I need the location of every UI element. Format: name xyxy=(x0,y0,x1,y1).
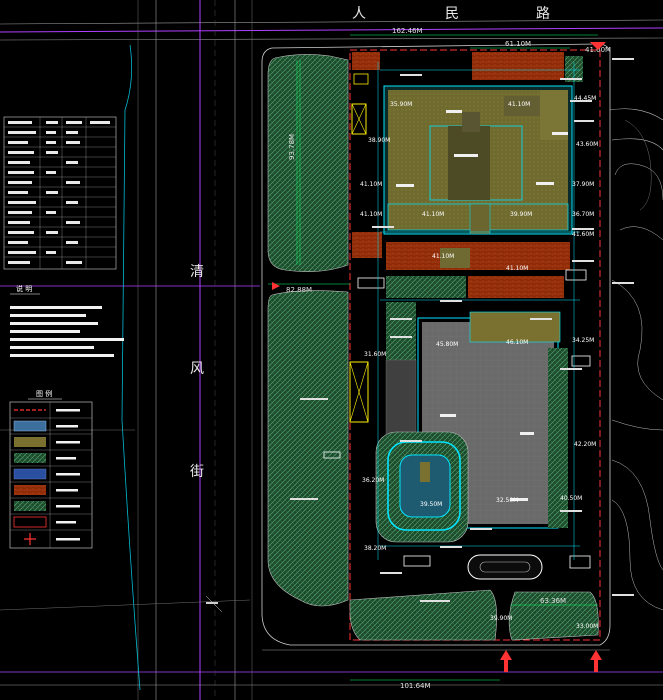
svg-text:39.50M: 39.50M xyxy=(420,501,442,508)
svg-text:82.88M: 82.88M xyxy=(286,286,312,294)
svg-text:101.64M: 101.64M xyxy=(400,682,431,690)
svg-text:46.10M: 46.10M xyxy=(506,339,528,346)
svg-text:38.90M: 38.90M xyxy=(368,137,390,144)
svg-text:民: 民 xyxy=(445,6,459,22)
svg-text:93.78M: 93.78M xyxy=(288,134,296,160)
svg-text:35.90M: 35.90M xyxy=(390,101,412,108)
svg-text:41.10M: 41.10M xyxy=(360,181,382,188)
svg-text:38.20M: 38.20M xyxy=(364,545,386,552)
middle-brick-band xyxy=(386,242,570,298)
sports-field xyxy=(375,431,469,543)
notes-panel: 说 明 xyxy=(10,284,124,357)
svg-text:39.90M: 39.90M xyxy=(510,211,532,218)
west-green-belt: 93.78M xyxy=(267,54,599,641)
north-road-label: 人 民 路 xyxy=(352,6,550,22)
svg-text:31.60M: 31.60M xyxy=(364,351,386,358)
svg-text:41.10M: 41.10M xyxy=(432,253,454,260)
building-north-complex xyxy=(352,85,573,258)
svg-text:街: 街 xyxy=(190,464,204,480)
svg-text:43.60M: 43.60M xyxy=(576,141,598,148)
coordinate-stamps xyxy=(205,595,223,613)
svg-text:人: 人 xyxy=(352,6,366,22)
dimension-labels: 61.10M 101.64M 63.36M 82.88M 41.00M xyxy=(286,40,611,690)
elevation-labels: 35.90M 41.10M 38.90M 41.10M 41.10M 41.10… xyxy=(360,95,598,630)
svg-text:162.46M: 162.46M xyxy=(392,27,423,35)
ancillary-buildings xyxy=(323,269,591,569)
svg-text:45.80M: 45.80M xyxy=(436,341,458,348)
svg-text:34.25M: 34.25M xyxy=(572,337,594,344)
dimension-lines xyxy=(268,47,598,681)
technical-index-table xyxy=(3,116,117,270)
west-road-label: 清 风 街 xyxy=(190,264,204,480)
svg-text:61.10M: 61.10M xyxy=(505,40,531,48)
svg-text:41.10M: 41.10M xyxy=(508,101,530,108)
south-parking-loop xyxy=(467,554,543,580)
svg-text:32.50M: 32.50M xyxy=(496,497,518,504)
svg-text:63.36M: 63.36M xyxy=(540,597,566,605)
svg-text:说 明: 说 明 xyxy=(16,284,32,293)
svg-text:路: 路 xyxy=(536,6,550,22)
svg-text:清: 清 xyxy=(190,264,204,280)
entrance-markers xyxy=(272,42,606,672)
top-dimension: 162.46M xyxy=(350,27,598,36)
east-landscape xyxy=(609,108,663,611)
svg-text:37.90M: 37.90M xyxy=(572,181,594,188)
annotation-marks xyxy=(290,58,634,602)
svg-text:41.00M: 41.00M xyxy=(585,46,611,54)
svg-text:41.60M: 41.60M xyxy=(572,231,594,238)
svg-text:图 例: 图 例 xyxy=(36,389,52,398)
svg-text:41.10M: 41.10M xyxy=(506,265,528,272)
svg-text:36.20M: 36.20M xyxy=(362,477,384,484)
svg-text:40.50M: 40.50M xyxy=(560,495,582,502)
axis-lines xyxy=(377,62,580,560)
svg-text:36.70M: 36.70M xyxy=(572,211,594,218)
north-paving xyxy=(352,52,583,82)
svg-text:风: 风 xyxy=(190,361,204,377)
svg-text:33.00M: 33.00M xyxy=(576,623,598,630)
yellow-structures xyxy=(349,73,369,423)
legend-panel: 图 例 xyxy=(9,389,93,549)
svg-text:42.20M: 42.20M xyxy=(574,441,596,448)
svg-text:41.10M: 41.10M xyxy=(360,211,382,218)
svg-text:41.10M: 41.10M xyxy=(422,211,444,218)
svg-text:39.90M: 39.90M xyxy=(490,615,512,622)
svg-text:44.45M: 44.45M xyxy=(574,95,596,102)
